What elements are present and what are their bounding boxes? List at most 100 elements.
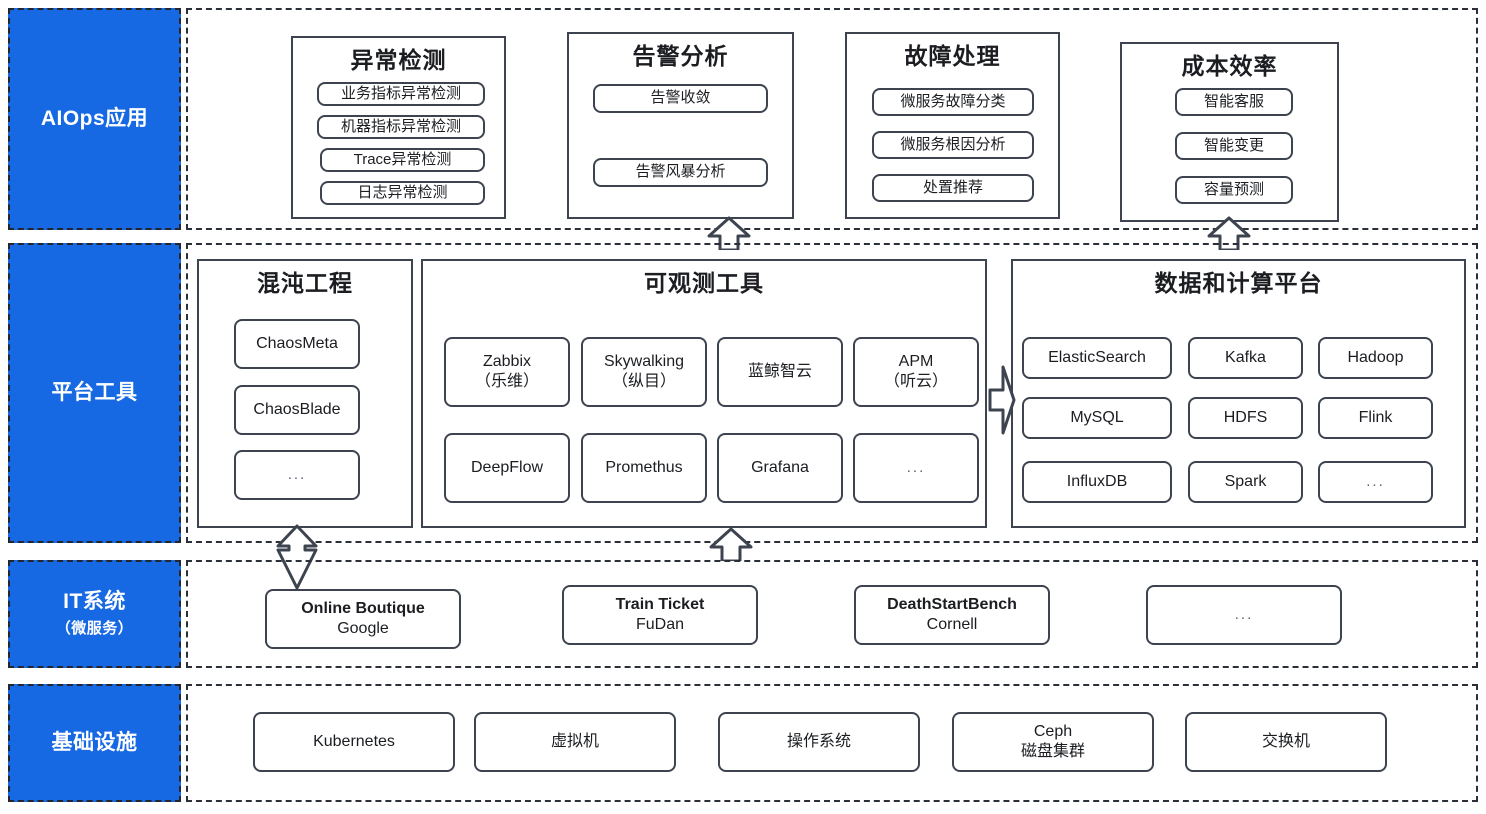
chip-label: ElasticSearch	[1048, 349, 1146, 367]
chip-promethus[interactable]: Promethus	[581, 433, 707, 503]
chip-label: 智能客服	[1203, 92, 1264, 110]
row-label-infrastructure-text: 基础设施	[51, 731, 138, 755]
chip-ceph-disk-cluster[interactable]: Ceph 磁盘集群	[952, 712, 1154, 772]
chip-elasticsearch[interactable]: ElasticSearch	[1022, 337, 1172, 379]
chip-spark[interactable]: Spark	[1188, 461, 1303, 503]
chip-label: 智能变更	[1203, 136, 1264, 154]
chip-label: DeepFlow	[470, 459, 544, 477]
chip-label: ...	[1234, 605, 1254, 623]
chip-zabbix[interactable]: Zabbix （乐维）	[444, 337, 570, 407]
chip-mysql[interactable]: MySQL	[1022, 397, 1172, 439]
chip-label: Kubernetes	[313, 733, 395, 751]
chip-label: 操作系统	[786, 733, 851, 751]
chip-kubernetes[interactable]: Kubernetes	[253, 712, 455, 772]
chip-capacity-forecast[interactable]: 容量预测	[1175, 176, 1293, 204]
chip-label: Kafka	[1225, 349, 1266, 367]
chip-label: 告警风暴分析	[635, 163, 726, 181]
chip-label: 微服务故障分类	[900, 92, 1006, 110]
chip-hdfs[interactable]: HDFS	[1188, 397, 1303, 439]
chip-sublabel: Cornell	[926, 616, 978, 633]
row-label-infrastructure: 基础设施	[8, 684, 181, 802]
band-infrastructure	[186, 684, 1478, 802]
chip-label: APM	[898, 353, 934, 371]
chip-label: ChaosMeta	[256, 335, 338, 353]
chip-machine-metric-anomaly[interactable]: 机器指标异常检测	[317, 115, 485, 139]
chip-operating-system[interactable]: 操作系统	[718, 712, 920, 772]
chip-deathstartbench[interactable]: DeathStartBench Cornell	[854, 585, 1050, 645]
group-chaos-engineering-title: 混沌工程	[257, 270, 353, 296]
group-fault-handling-title: 故障处理	[904, 43, 1001, 69]
group-alert-analysis-title: 告警分析	[632, 43, 729, 69]
chip-label: 告警收敛	[650, 89, 711, 107]
chip-alert-convergence[interactable]: 告警收敛	[593, 84, 768, 113]
chip-business-metric-anomaly[interactable]: 业务指标异常检测	[317, 82, 485, 106]
chip-sublabel: （乐维）	[474, 373, 539, 390]
chip-label: Flink	[1358, 409, 1393, 427]
chip-microservice-fault-classification[interactable]: 微服务故障分类	[872, 88, 1034, 116]
chip-log-anomaly[interactable]: 日志异常检测	[320, 181, 485, 205]
band-aiops	[186, 8, 1478, 230]
chip-label: 业务指标异常检测	[340, 84, 461, 102]
chip-virtual-machine[interactable]: 虚拟机	[474, 712, 676, 772]
row-label-platform-tools: 平台工具	[8, 243, 181, 543]
arrow-up-to-anomaly-icon	[707, 216, 751, 250]
chip-observability-more[interactable]: ...	[853, 433, 979, 503]
chip-skywalking[interactable]: Skywalking （纵目）	[581, 337, 707, 407]
arrow-up-to-cost-icon	[1207, 216, 1251, 250]
group-anomaly-detection-title: 异常检测	[350, 47, 447, 73]
chip-label: Promethus	[605, 459, 683, 477]
chip-data-more[interactable]: ...	[1318, 461, 1433, 503]
chip-online-boutique[interactable]: Online Boutique Google	[265, 589, 461, 649]
row-label-it-system: IT系统 （微服务）	[8, 560, 181, 668]
chip-label: Hadoop	[1347, 349, 1404, 367]
chip-apm[interactable]: APM （听云）	[853, 337, 979, 407]
chip-chaosmeta[interactable]: ChaosMeta	[234, 319, 360, 369]
chip-sublabel: Google	[337, 620, 389, 637]
chip-label: DeathStartBench	[887, 596, 1017, 614]
chip-hadoop[interactable]: Hadoop	[1318, 337, 1433, 379]
chip-label: 微服务根因分析	[900, 135, 1006, 153]
chip-label: 处置推荐	[922, 178, 983, 196]
group-alert-analysis: 告警分析	[567, 32, 794, 219]
chip-sublabel: （纵目）	[611, 373, 676, 390]
chip-label: 交换机	[1261, 733, 1310, 751]
chip-chaos-more[interactable]: ...	[234, 450, 360, 500]
chip-intelligent-change[interactable]: 智能变更	[1175, 132, 1293, 160]
band-it-system	[186, 560, 1478, 668]
chip-label: Skywalking	[603, 353, 685, 371]
chip-chaosblade[interactable]: ChaosBlade	[234, 385, 360, 435]
chip-sublabel: FuDan	[635, 616, 685, 633]
chip-label: Grafana	[751, 459, 809, 477]
chip-remediation-recommendation[interactable]: 处置推荐	[872, 174, 1034, 202]
chip-grafana[interactable]: Grafana	[717, 433, 843, 503]
row-label-aiops-text: AIOps应用	[40, 107, 149, 131]
chip-flink[interactable]: Flink	[1318, 397, 1433, 439]
chip-bluewhale-cloud[interactable]: 蓝鲸智云	[717, 337, 843, 407]
chip-kafka[interactable]: Kafka	[1188, 337, 1303, 379]
chip-label: ...	[287, 465, 307, 483]
chip-microservice-root-cause[interactable]: 微服务根因分析	[872, 131, 1034, 159]
chip-intelligent-customer-service[interactable]: 智能客服	[1175, 88, 1293, 116]
chip-label: ChaosBlade	[253, 401, 341, 419]
chip-deepflow[interactable]: DeepFlow	[444, 433, 570, 503]
chip-label: HDFS	[1223, 409, 1268, 427]
chip-label: ...	[1366, 472, 1385, 490]
chip-label: 机器指标异常检测	[340, 117, 461, 135]
chip-label: Zabbix	[482, 353, 532, 371]
arrow-up-to-observability-icon	[709, 527, 753, 561]
arrow-right-to-data-platform-icon	[988, 365, 1016, 435]
group-observability-tools-title: 可观测工具	[644, 270, 764, 296]
chip-trace-anomaly[interactable]: Trace异常检测	[320, 148, 485, 172]
chip-switch[interactable]: 交换机	[1185, 712, 1387, 772]
chip-label: Ceph	[1033, 723, 1073, 741]
group-data-compute-platform-title: 数据和计算平台	[1154, 270, 1323, 296]
chip-train-ticket[interactable]: Train Ticket FuDan	[562, 585, 758, 645]
chip-influxdb[interactable]: InfluxDB	[1022, 461, 1172, 503]
chip-it-system-more[interactable]: ...	[1146, 585, 1342, 645]
arrow-up-down-chaos-to-it-icon	[276, 524, 318, 590]
chip-label: Online Boutique	[301, 600, 425, 618]
chip-label: Train Ticket	[615, 596, 705, 614]
chip-alert-storm-analysis[interactable]: 告警风暴分析	[593, 158, 768, 187]
row-label-platform-tools-text: 平台工具	[51, 381, 138, 405]
